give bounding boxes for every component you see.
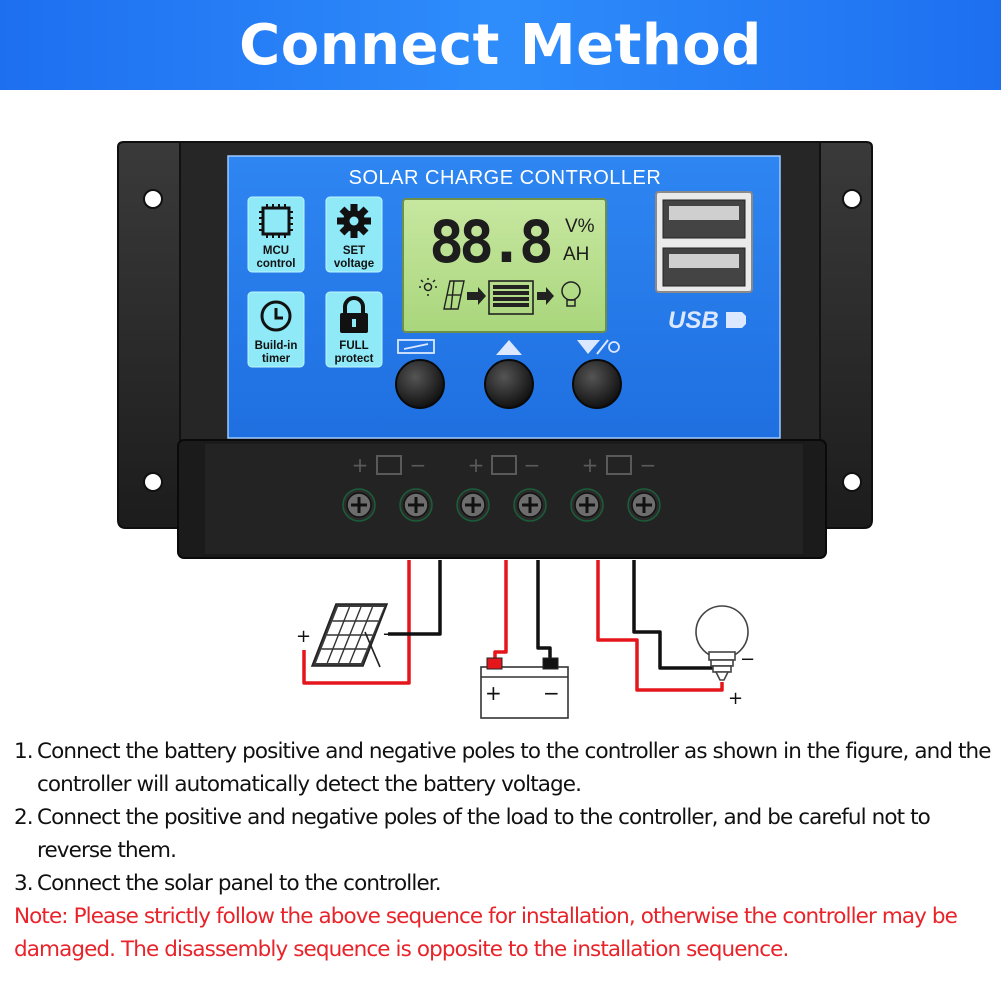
feature-label: timer [262, 353, 291, 365]
up-arrow-icon [496, 340, 522, 355]
terminal-screw [570, 488, 604, 522]
solar-sign-pos: + [296, 626, 311, 647]
terminal-screw [627, 488, 661, 522]
lcd-unit-top: V% [565, 216, 595, 237]
usb-label: USB [668, 307, 719, 334]
positive-wire [493, 560, 508, 658]
load-sign-neg: − [740, 649, 755, 670]
step-text: Connect the positive and negative poles … [37, 805, 931, 863]
terminal-sign: + [352, 453, 369, 477]
feature-label: control [257, 258, 296, 270]
lcd-battery-icon [488, 280, 534, 315]
instruction-step: 3. Connect the solar panel to the contro… [14, 867, 999, 900]
sun-icon [419, 278, 437, 296]
lcd-solar-icon [443, 280, 465, 310]
control-button[interactable] [484, 359, 534, 409]
solar-panel [310, 603, 389, 668]
charge-controller: SOLAR CHARGE CONTROLLER MCUcontrolSETvol… [117, 141, 873, 559]
terminal-screw [456, 488, 490, 522]
mount-hole-bottom-right [842, 472, 862, 492]
negative-wire [632, 560, 714, 670]
terminal-sign: + [582, 453, 599, 477]
negative-wire [536, 560, 552, 658]
mount-hole-bottom-left [143, 472, 163, 492]
battery-sign-pos: + [485, 681, 502, 705]
battery-terminal-icon: +− [468, 453, 541, 477]
battery-icon [480, 657, 569, 719]
arrow-icon [537, 287, 554, 305]
positive-wire [596, 560, 724, 692]
positive-wire [302, 560, 411, 685]
connection-diagram: SOLAR CHARGE CONTROLLER MCUcontrolSETvol… [117, 141, 873, 719]
feature-label: FULL [339, 340, 368, 352]
feature-label: MCU [263, 245, 289, 257]
arrow-icon [467, 287, 486, 305]
terminal-sign: + [468, 453, 485, 477]
mount-hole-left [143, 189, 163, 209]
usb-ports: USB [655, 191, 753, 334]
terminal-sign: − [410, 453, 427, 477]
feature-label: SET [343, 245, 365, 257]
wiring [302, 560, 724, 692]
step-text: Connect the solar panel to the controlle… [37, 871, 442, 896]
feature-label: Build-in [255, 340, 298, 352]
negative-wire [388, 560, 442, 636]
load-sign-pos: + [728, 688, 743, 709]
terminal-screw [513, 488, 547, 522]
step-number: 1. [14, 739, 34, 764]
gear-icon [337, 204, 371, 238]
solar-sign-neg: − [382, 624, 397, 645]
step-number: 2. [14, 805, 34, 830]
chip-icon [259, 204, 293, 238]
terminal-screw [342, 488, 376, 522]
terminal-screw [399, 488, 433, 522]
solar-terminal-icon: +− [352, 453, 427, 477]
instructions: 1. Connect the battery positive and nega… [14, 735, 999, 966]
feature-label: voltage [334, 258, 374, 270]
down-light-icon [577, 339, 620, 355]
lcd-bulb-icon [561, 281, 581, 307]
light-bulb-icon [695, 605, 749, 681]
control-button[interactable] [395, 359, 445, 409]
usb-plug-icon [726, 312, 746, 328]
terminal-sign: − [524, 453, 541, 477]
mount-hole-right [842, 189, 862, 209]
feature-label: protect [335, 353, 374, 365]
step-text: Connect the battery positive and negativ… [37, 739, 991, 797]
load-terminal-icon: +− [582, 453, 657, 477]
lcd-unit-bottom: AH [563, 244, 589, 265]
panel-title: SOLAR CHARGE CONTROLLER [349, 167, 662, 189]
battery-sign-neg: − [543, 681, 560, 705]
title-banner: Connect Method [0, 0, 1001, 90]
lcd-display: 88.8 V% AH [402, 198, 607, 333]
menu-icon [397, 339, 435, 354]
lock-icon [340, 296, 368, 333]
terminal-sign: − [640, 453, 657, 477]
instruction-step: 2. Connect the positive and negative pol… [14, 801, 999, 867]
step-number: 3. [14, 871, 34, 896]
instruction-step: 1. Connect the battery positive and nega… [14, 735, 999, 801]
warning-note: Note: Please strictly follow the above s… [14, 904, 958, 962]
clock-icon [260, 300, 292, 332]
page-title: Connect Method [239, 12, 762, 78]
lcd-digits: 88.8 [429, 208, 551, 276]
control-button[interactable] [572, 359, 622, 409]
